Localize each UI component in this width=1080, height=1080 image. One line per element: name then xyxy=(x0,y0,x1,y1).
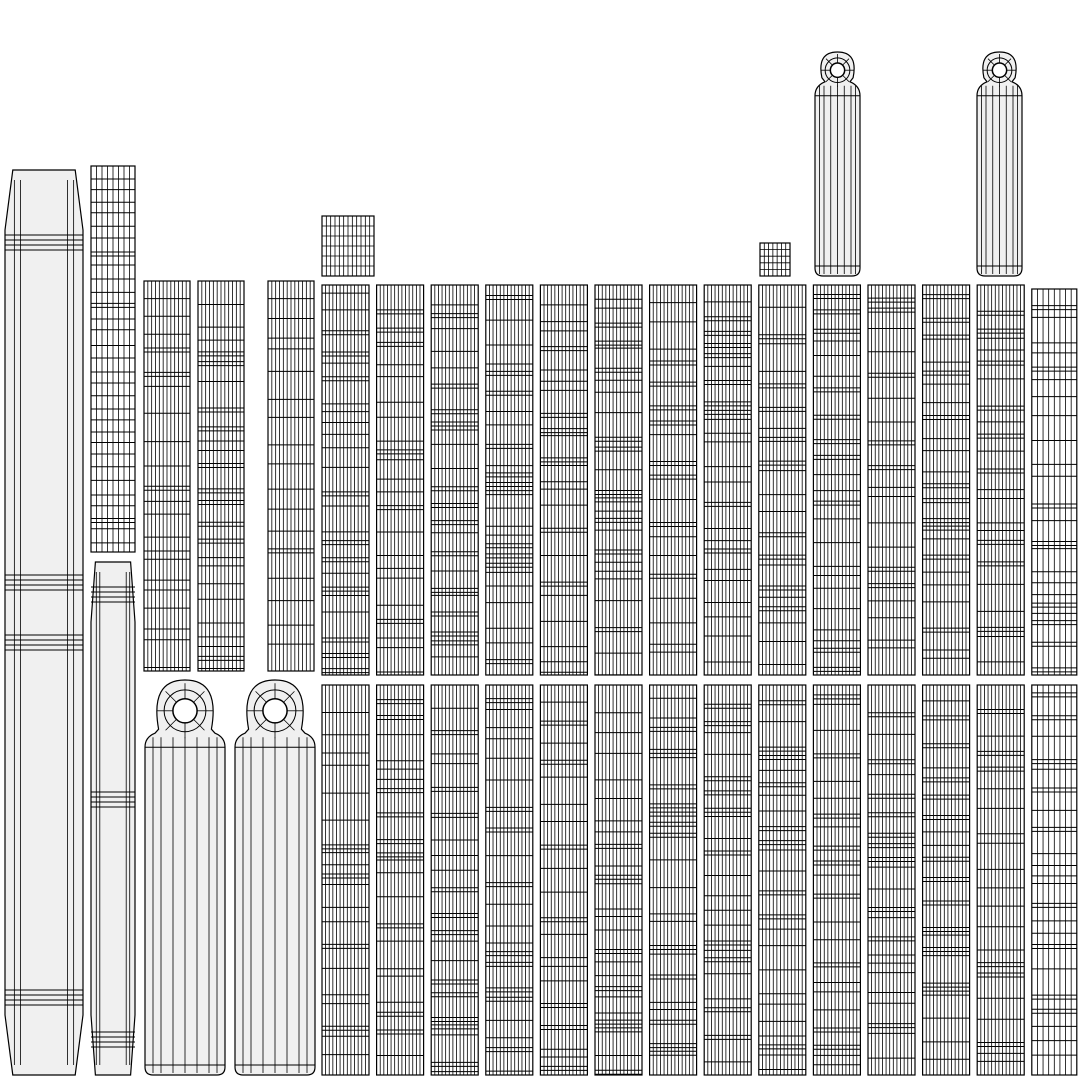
strip-row-upper-8 xyxy=(703,284,752,676)
strip-row-upper-12 xyxy=(921,284,971,676)
dense-strip-c xyxy=(267,280,315,672)
strip-row-lower-9 xyxy=(758,684,807,1076)
strip-row-lower-12 xyxy=(921,684,971,1076)
dense-strip-b xyxy=(197,280,245,672)
tag-shape-large-b xyxy=(234,679,316,1076)
strip-row-upper-6 xyxy=(594,284,643,676)
strip-row-lower-13 xyxy=(976,684,1025,1076)
strip-row-upper-5 xyxy=(539,284,589,676)
strip-row-lower-10 xyxy=(812,684,862,1076)
strip-row-lower-6 xyxy=(594,684,643,1076)
strip-row-upper-10 xyxy=(812,284,862,676)
strip-row-lower-1 xyxy=(321,684,370,1076)
strip-row-lower-7 xyxy=(648,684,698,1076)
strip-row-lower-2 xyxy=(376,684,425,1076)
strip-row-lower-5 xyxy=(539,684,589,1076)
long-rod-left xyxy=(4,169,84,1076)
strip-row-lower-14 xyxy=(1031,684,1078,1076)
strip-row-lower-8 xyxy=(703,684,752,1076)
tiny-square-patch xyxy=(759,242,791,277)
dense-strip-a xyxy=(143,280,191,672)
strip-row-upper-4 xyxy=(485,284,534,676)
tag-shape-large-a xyxy=(144,679,226,1076)
strip-row-upper-3 xyxy=(430,284,479,676)
thin-grid-strip xyxy=(90,165,136,553)
strip-row-upper-13 xyxy=(976,284,1025,676)
tag-shape-small-b xyxy=(976,51,1023,277)
uv-islands xyxy=(4,51,1078,1076)
strip-row-upper-11 xyxy=(867,284,916,676)
small-square-patch xyxy=(321,215,375,277)
strip-row-upper-2 xyxy=(376,284,425,676)
strip-row-lower-11 xyxy=(867,684,916,1076)
thin-rod xyxy=(90,561,136,1076)
strip-row-upper-7 xyxy=(648,284,698,676)
strip-row-lower-3 xyxy=(430,684,479,1076)
tag-shape-small-a xyxy=(814,51,861,277)
strip-row-upper-1 xyxy=(321,284,370,676)
strip-row-lower-4 xyxy=(485,684,534,1076)
strip-row-upper-9 xyxy=(758,284,807,676)
strip-row-upper-14 xyxy=(1031,288,1078,676)
